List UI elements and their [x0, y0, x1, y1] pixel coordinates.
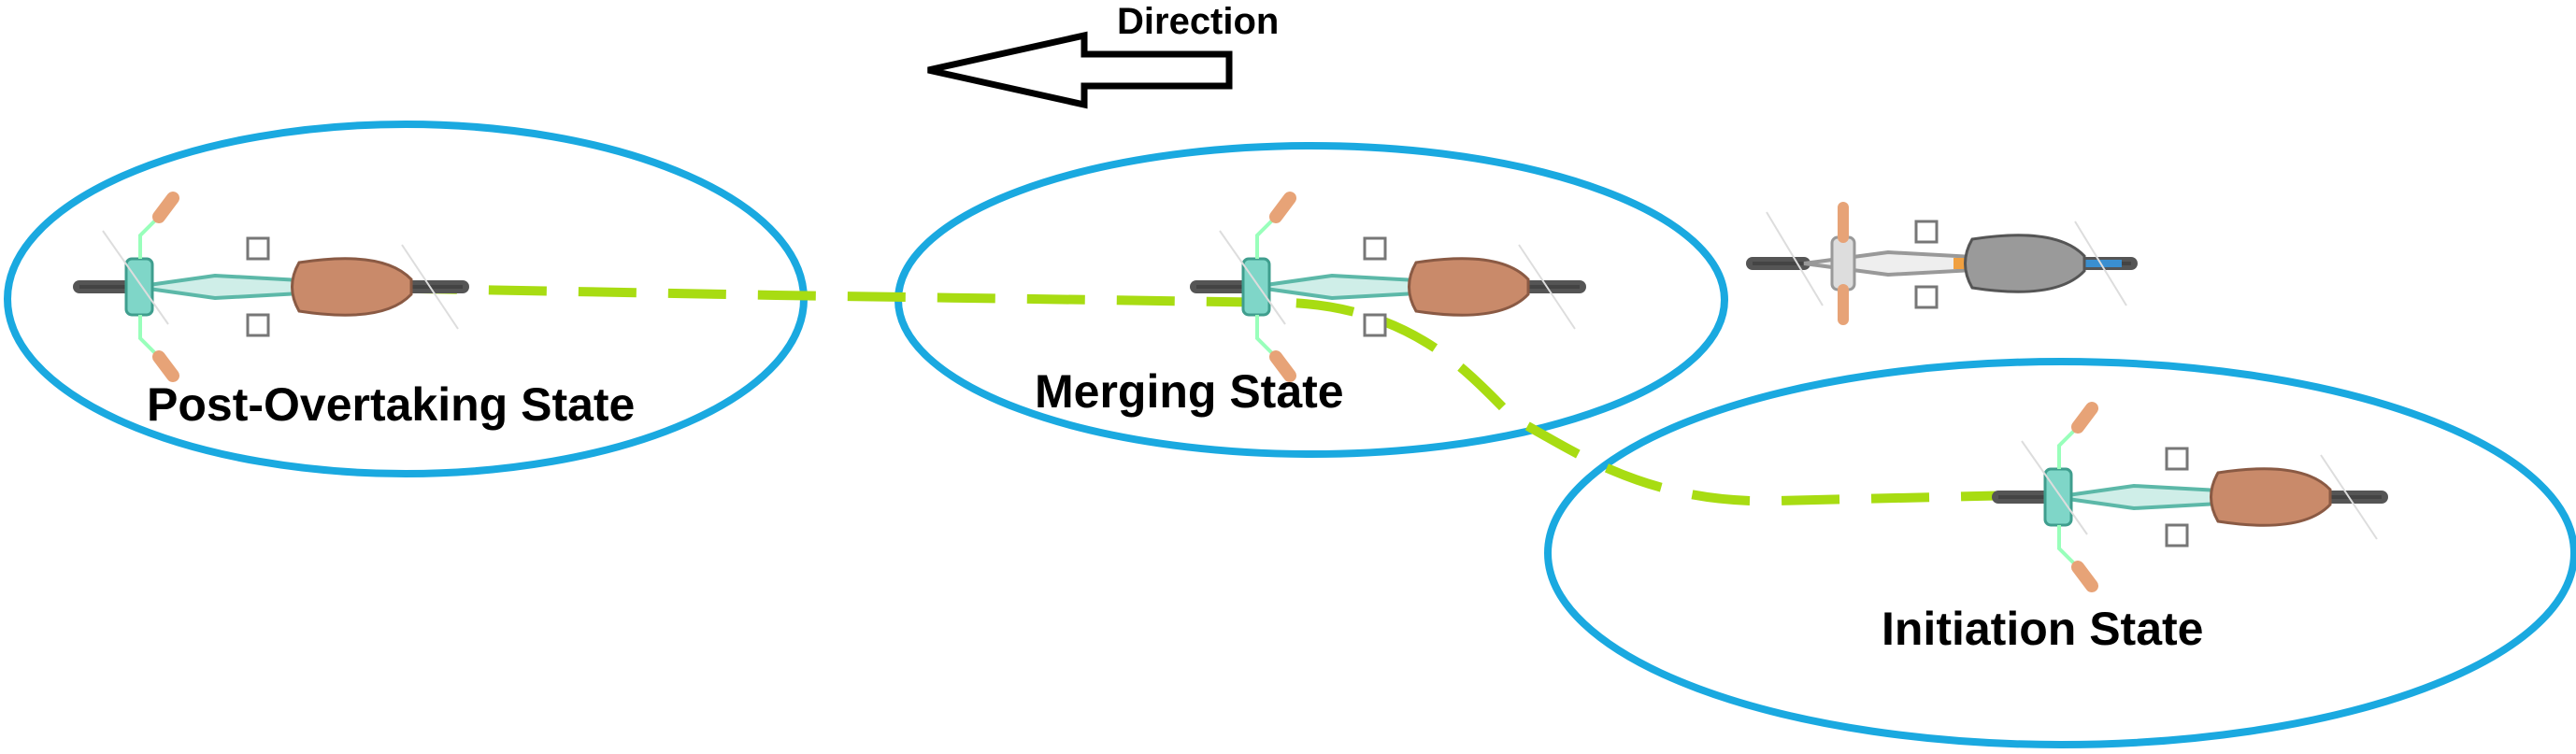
post-overtaking-state-label: Post-Overtaking State: [147, 378, 635, 431]
overtaking-bicycle-initiation: [1998, 408, 2382, 586]
overtaking-bicycle-merging: [1196, 198, 1580, 376]
overtaken-bicycle: [1753, 207, 2131, 320]
direction-label: Direction: [1117, 1, 1279, 42]
overtaking-bicycle-post: [79, 198, 463, 376]
direction-arrow-icon: [927, 31, 1233, 109]
merging-state-label: Merging State: [1035, 365, 1344, 418]
initiation-state-label: Initiation State: [1882, 603, 2203, 655]
initiation-state-ellipse: [1544, 358, 2576, 748]
